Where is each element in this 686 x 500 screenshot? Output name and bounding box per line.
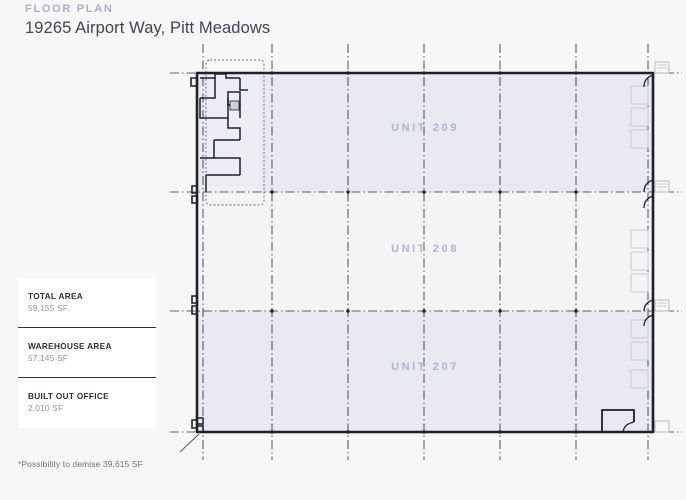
column-dot — [422, 309, 426, 313]
stat-value: 2,010 SF — [28, 404, 64, 413]
dock-door — [630, 273, 649, 293]
office-partition — [200, 73, 240, 79]
left-wall-door-recesses — [190, 77, 197, 429]
corner-room-door-swing — [622, 421, 635, 433]
eyebrow-label: FLOOR PLAN — [25, 3, 114, 15]
vestibule-walls — [197, 417, 204, 433]
grid-marker — [654, 420, 670, 433]
office-partition — [214, 157, 241, 175]
dock-door — [630, 229, 649, 249]
corner-room-bottom-right — [601, 409, 635, 432]
door-swing-arc — [643, 179, 654, 193]
door-swing-arc — [643, 314, 654, 327]
stat-built-out-office: BUILT OUT OFFICE 2,010 SF — [18, 378, 156, 428]
stat-warehouse-area: WAREHOUSE AREA 57,145 SF — [18, 328, 156, 378]
stat-value: 59,155 SF — [28, 304, 69, 313]
dock-doors-right-wall — [630, 85, 649, 389]
grid-marker — [654, 180, 670, 193]
corner-room-walls — [601, 409, 635, 432]
dock-door — [630, 107, 649, 127]
grid-marker — [654, 61, 670, 74]
door-swing-arc — [643, 299, 654, 312]
office-fixture — [229, 100, 240, 111]
unit-207-label: UNIT 207 — [391, 361, 459, 373]
demise-footnote: *Possibility to demise 39,615 SF — [18, 459, 143, 469]
column-dot — [270, 309, 274, 313]
stat-total-area: TOTAL AREA 59,155 SF — [18, 278, 156, 328]
column-dot — [270, 190, 274, 194]
page-header: FLOOR PLAN 19265 Airport Way, Pitt Meado… — [25, 2, 445, 38]
area-summary-panel: TOTAL AREA 59,155 SF WAREHOUSE AREA 57,1… — [18, 278, 156, 428]
door-recess — [190, 77, 197, 87]
door-swing-arc — [643, 195, 654, 209]
stat-label: WAREHOUSE AREA — [28, 342, 112, 351]
column-dot — [574, 190, 578, 194]
door-recess — [191, 185, 197, 194]
column-dot — [498, 190, 502, 194]
column-dot — [498, 309, 502, 313]
grid-marker — [654, 299, 670, 312]
right-wall-door-swings — [643, 74, 654, 327]
stat-value: 57,145 SF — [28, 354, 69, 363]
column-dot — [574, 309, 578, 313]
leader-line-bottom-left — [179, 433, 200, 453]
door-recess — [191, 295, 197, 304]
door-recess — [191, 305, 197, 315]
dock-door — [630, 369, 649, 389]
dock-door — [630, 85, 649, 105]
column-dot — [422, 190, 426, 194]
door-recess — [191, 195, 197, 204]
exterior-grid-markers-right — [654, 61, 670, 433]
office-boundary-dashed — [205, 59, 265, 206]
dock-door — [630, 251, 649, 271]
dock-door — [630, 129, 649, 149]
office-partition — [227, 118, 241, 140]
office-partition — [239, 78, 248, 91]
unit-209-label: UNIT 209 — [391, 122, 459, 134]
unit-208-label: UNIT 208 — [391, 243, 459, 255]
column-dot — [346, 190, 350, 194]
dock-door — [630, 319, 649, 339]
building-exterior-walls — [195, 71, 655, 434]
door-recess — [191, 419, 197, 429]
exterior-marker-hatch — [657, 64, 667, 307]
stat-label: BUILT OUT OFFICE — [28, 392, 109, 401]
door-swing-arc — [643, 74, 654, 88]
stat-label: TOTAL AREA — [28, 292, 84, 301]
office-zone-fill — [206, 73, 258, 192]
dock-door — [630, 341, 649, 361]
page-title: 19265 Airport Way, Pitt Meadows — [25, 19, 271, 37]
office-partition — [200, 78, 216, 99]
column-dot — [346, 309, 350, 313]
office-partition — [199, 98, 229, 119]
vestibule-bottom-left — [197, 417, 204, 433]
